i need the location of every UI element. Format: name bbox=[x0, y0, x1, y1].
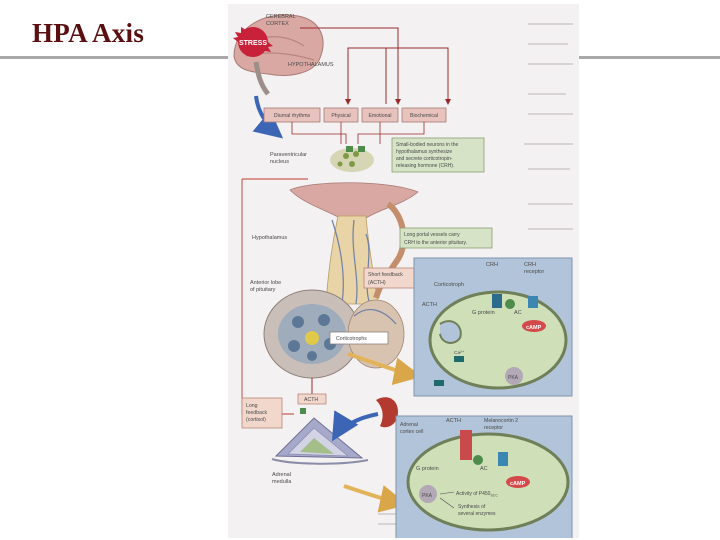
yellow-arrow-to-corticotroph bbox=[347, 352, 422, 386]
corticotroph-cell-labels: CRH CRH receptor Corticotroph ACTH G pro… bbox=[422, 262, 544, 381]
acth-box: ACTH bbox=[297, 393, 327, 405]
svg-text:AC: AC bbox=[514, 310, 522, 316]
title-rule-right bbox=[578, 56, 720, 59]
svg-text:Short feedback: Short feedback bbox=[368, 272, 403, 278]
svg-text:ACTH: ACTH bbox=[446, 418, 461, 424]
svg-text:receptor: receptor bbox=[484, 425, 503, 431]
anterior-lobe-label-2: of pituitary bbox=[250, 287, 276, 293]
svg-text:Small-bodied neurons in the: Small-bodied neurons in the bbox=[396, 142, 458, 148]
svg-text:Activity of P450SCC: Activity of P450SCC bbox=[456, 491, 498, 498]
svg-text:several enzymes: several enzymes bbox=[458, 511, 496, 517]
svg-text:Melanocortin 2: Melanocortin 2 bbox=[484, 418, 518, 424]
adrenal-medulla-label-1: Adrenal bbox=[272, 472, 291, 478]
svg-text:G protein: G protein bbox=[472, 310, 495, 316]
svg-text:Corticotrophs: Corticotrophs bbox=[336, 336, 367, 342]
title-rule-left bbox=[0, 56, 228, 59]
svg-text:Long portal vessels carry: Long portal vessels carry bbox=[404, 232, 460, 238]
cortex-label-1: CEREBRAL bbox=[266, 14, 296, 20]
input-physical: Physical bbox=[331, 113, 350, 119]
svg-text:PKA: PKA bbox=[422, 493, 433, 499]
yellow-arrow-to-adrenal-cell bbox=[343, 484, 408, 513]
svg-text:ACTH: ACTH bbox=[304, 397, 318, 403]
slide-title: HPA Axis bbox=[32, 18, 145, 48]
svg-text:cortex cell: cortex cell bbox=[400, 429, 423, 435]
svg-text:(ACTH): (ACTH) bbox=[368, 280, 386, 286]
corticotrophs-box: Corticotrophs bbox=[329, 331, 389, 345]
short-feedback-box: Short feedback (ACTH) bbox=[363, 267, 415, 289]
stress-label: STRESS bbox=[239, 40, 267, 47]
input-connectors bbox=[300, 27, 451, 105]
adrenal-medulla-label-2: medulla bbox=[272, 479, 292, 485]
kidney-icon bbox=[376, 397, 398, 428]
long-feedback-box: Long feedback (cortisol) bbox=[241, 397, 283, 429]
svg-text:CRH: CRH bbox=[524, 262, 536, 268]
corticotroph-cell-panel bbox=[413, 257, 573, 397]
pvn-label-1: Paraventricular bbox=[270, 152, 307, 158]
input-biochemical: Biochemical bbox=[410, 113, 438, 119]
svg-text:receptor: receptor bbox=[524, 269, 544, 275]
cortex-label-2: CORTEX bbox=[266, 21, 289, 27]
svg-text:Corticotroph: Corticotroph bbox=[434, 282, 464, 288]
svg-text:releasing hormone (CRH).: releasing hormone (CRH). bbox=[396, 163, 454, 169]
pvn-label-2: nucleus bbox=[270, 159, 289, 165]
callout-crh-neurons: Small-bodied neurons in the hypothalamus… bbox=[391, 137, 485, 173]
adrenal-gland bbox=[271, 417, 369, 465]
svg-text:cAMP: cAMP bbox=[526, 325, 542, 331]
pituitary-gland bbox=[263, 289, 405, 379]
svg-text:CRH to the anterior pituitary.: CRH to the anterior pituitary. bbox=[404, 240, 467, 246]
hpa-axis-figure: STRESS CEREBRAL CORTEX HYPOTHALAMUS Diur… bbox=[228, 4, 579, 538]
callout-portal-vessels: Long portal vessels carry CRH to the ant… bbox=[399, 227, 493, 249]
input-emotional: Emotional bbox=[368, 113, 391, 119]
svg-text:cAMP: cAMP bbox=[510, 481, 526, 487]
svg-text:Long: Long bbox=[246, 403, 258, 409]
input-diurnal: Diurnal rhythms bbox=[274, 113, 311, 119]
input-to-pvn bbox=[291, 122, 425, 144]
svg-text:(cortisol): (cortisol) bbox=[246, 417, 266, 423]
svg-text:feedback: feedback bbox=[246, 410, 267, 416]
svg-text:PKA: PKA bbox=[508, 375, 519, 381]
adrenal-cortex-cell-panel bbox=[395, 415, 573, 538]
svg-text:hypothalamus synthesize: hypothalamus synthesize bbox=[396, 149, 452, 155]
anterior-lobe-label-1: Anterior lobe bbox=[250, 280, 281, 286]
svg-text:AC: AC bbox=[480, 466, 488, 472]
plus-marker bbox=[300, 408, 306, 414]
hypothalamus-top-label: HYPOTHALAMUS bbox=[288, 62, 334, 68]
blue-arrow-to-adrenal bbox=[331, 410, 379, 442]
svg-text:G protein: G protein bbox=[416, 466, 439, 472]
stress-badge: STRESS bbox=[233, 27, 273, 57]
paraventricular-nucleus bbox=[330, 146, 374, 172]
svg-text:and secrete corticotropin-: and secrete corticotropin- bbox=[396, 156, 453, 162]
svg-text:CRH: CRH bbox=[486, 262, 498, 268]
input-boxes: Diurnal rhythms Physical Emotional Bioch… bbox=[263, 107, 447, 123]
svg-text:Ca²⁺: Ca²⁺ bbox=[454, 350, 465, 356]
adrenal-cortex-cell-labels: Adrenal cortex cell ACTH Melanocortin 2 … bbox=[400, 418, 526, 517]
svg-text:Adrenal: Adrenal bbox=[400, 422, 418, 428]
svg-text:ACTH: ACTH bbox=[422, 302, 437, 308]
svg-text:Synthesis of: Synthesis of bbox=[458, 504, 486, 510]
hypothalamus-label: Hypothalamus bbox=[252, 235, 287, 241]
